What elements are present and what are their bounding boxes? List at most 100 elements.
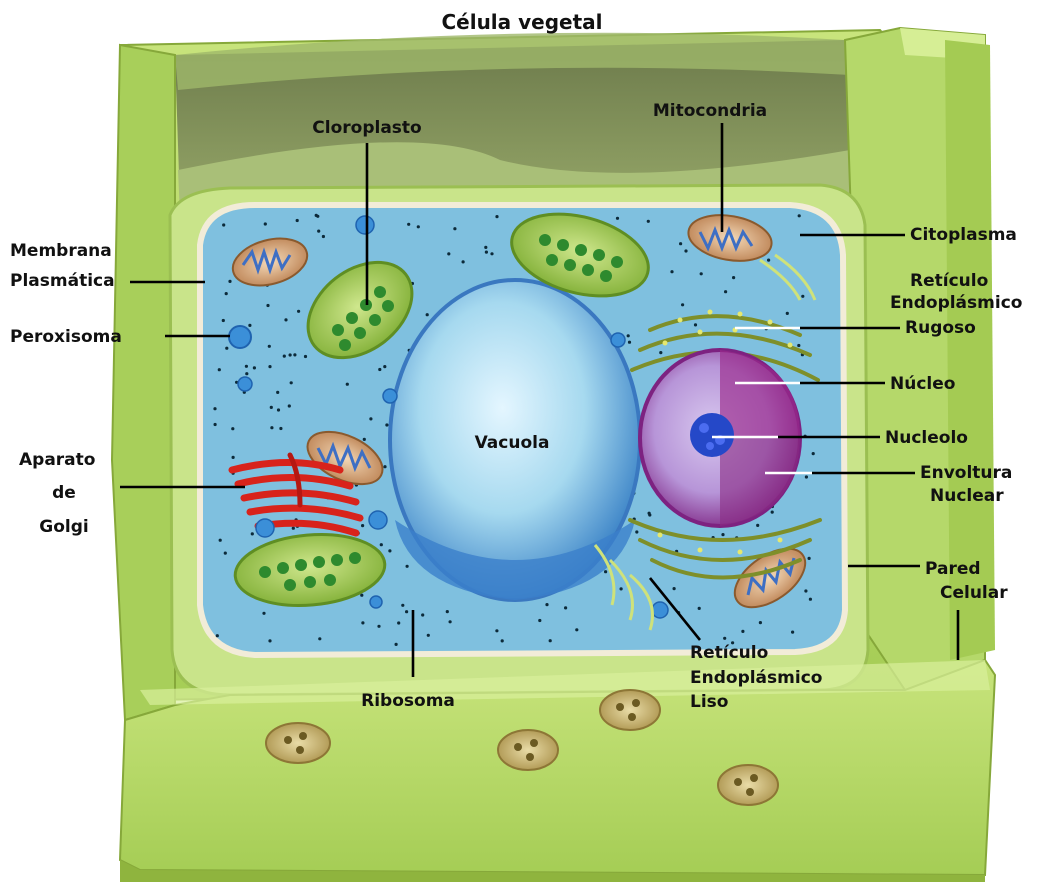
label-envoltura-line2: Nuclear <box>930 486 1004 506</box>
ribosome-dot <box>647 220 650 223</box>
ribosome-dot <box>427 634 430 637</box>
ribosome-dot <box>797 344 800 347</box>
ribosome-dot <box>363 438 366 441</box>
label-ribosoma: Ribosoma <box>361 691 455 711</box>
ribosome-dot <box>245 372 248 375</box>
ribosome-dot <box>270 406 273 409</box>
ribosome-dot <box>809 598 812 601</box>
ribosome-dot <box>213 407 216 410</box>
ribosome-dot <box>279 427 282 430</box>
ribosome-dot <box>264 222 267 225</box>
label-golgi-line3: Golgi <box>39 517 88 537</box>
ribosome-dot <box>318 637 321 640</box>
ribosome-dot <box>218 368 221 371</box>
diagram-title: Célula vegetal <box>441 10 602 34</box>
ribosome-dot <box>453 227 456 230</box>
ribosome-dot <box>262 612 265 615</box>
ribosome-dot <box>635 530 638 533</box>
ribosome-dot <box>575 628 578 631</box>
ribosome-dot <box>277 408 280 411</box>
peroxisome <box>229 326 251 348</box>
ribosome-dot <box>679 242 682 245</box>
label-membrana-line1: Membrana <box>10 241 112 261</box>
label-rer-line2: Endoplásmico <box>890 293 1022 313</box>
ribosome-dot <box>426 313 429 316</box>
ribosome-dot <box>620 587 623 590</box>
ribosome-dot <box>231 427 234 430</box>
ribosome-dot <box>495 629 498 632</box>
ribosome-dot <box>216 634 219 637</box>
ribosome-dot <box>804 589 807 592</box>
ribosome-dot <box>759 621 762 624</box>
ribosome-dot <box>304 355 307 358</box>
ribosome-dot <box>388 549 391 552</box>
ribosome-dot <box>604 570 607 573</box>
ribosome-dot <box>369 417 372 420</box>
ribosome-dot <box>297 310 300 313</box>
ribosome-dot <box>721 533 724 536</box>
label-rer-line1: Retículo <box>910 271 988 291</box>
ribosome-dot <box>253 366 256 369</box>
ribosome-dot <box>798 214 801 217</box>
ribosome-dot <box>462 260 465 263</box>
ribosome-dot <box>276 391 279 394</box>
ribosome-dot <box>771 510 774 513</box>
ribosome-dot <box>214 423 217 426</box>
ribosome-dot <box>395 643 398 646</box>
ribosome-dot <box>377 625 380 628</box>
ribosome-dot <box>219 539 222 542</box>
ribosome-dot <box>545 603 548 606</box>
label-envoltura-line1: Envoltura <box>920 463 1012 483</box>
label-rel-line2: Endoplásmico <box>690 668 822 688</box>
ribosome-dot <box>222 223 225 226</box>
ribosome-dot <box>741 630 744 633</box>
ribosome-dot <box>268 639 271 642</box>
ribosome-dot <box>673 587 676 590</box>
ribosome-dot <box>786 312 789 315</box>
ribosome-dot <box>346 383 349 386</box>
label-pared-line2: Celular <box>940 583 1008 603</box>
ribosome-dot <box>501 639 504 642</box>
ribosome-dot <box>293 353 296 356</box>
ribosome-dot <box>490 252 493 255</box>
ribosome-dot <box>549 639 552 642</box>
ribosome-dot <box>268 345 271 348</box>
ribosome-dot <box>767 259 770 262</box>
ribosome-dot <box>296 219 299 222</box>
ribosome-dot <box>724 290 727 293</box>
ribosome-dot <box>322 235 325 238</box>
ribosome-dot <box>316 215 319 218</box>
label-rel-line1: Retículo <box>690 643 768 663</box>
label-citoplasma: Citoplasma <box>910 225 1017 245</box>
ribosome-dot <box>670 270 673 273</box>
ribosome-dot <box>449 620 452 623</box>
ribosome-dot <box>791 631 794 634</box>
ribosome-dot <box>485 251 488 254</box>
label-nucleo: Núcleo <box>890 374 955 394</box>
ribosome-dot <box>407 223 410 226</box>
ribosome-dot <box>628 341 631 344</box>
ribosome-dot <box>397 621 400 624</box>
ribosome-dot <box>288 404 291 407</box>
ribosome-dot <box>406 565 409 568</box>
ribosome-dot <box>812 452 815 455</box>
ribosome-dot <box>270 426 273 429</box>
ribosome-dot <box>266 304 269 307</box>
ribosome-dot <box>225 347 228 350</box>
ribosome-dot <box>383 465 386 468</box>
ribosome-dot <box>380 543 383 546</box>
ribosome-dot <box>317 230 320 233</box>
label-golgi-line1: Aparato <box>19 450 95 470</box>
ribosome-dot <box>756 524 759 527</box>
ribosome-dot <box>268 365 271 368</box>
ribosome-dot <box>648 512 651 515</box>
ribosome-dot <box>627 334 630 337</box>
ribosome-dot <box>684 249 687 252</box>
ribosome-dot <box>232 456 235 459</box>
ribosome-dot <box>447 252 450 255</box>
ribosome-dot <box>694 323 697 326</box>
ribosome-dot <box>808 557 811 560</box>
ribosome-dot <box>383 365 386 368</box>
ribosome-dot <box>378 368 381 371</box>
